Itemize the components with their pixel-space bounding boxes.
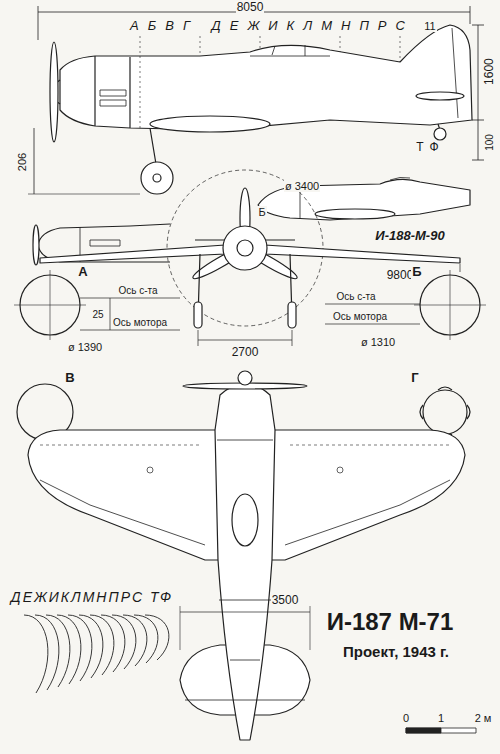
frame-curve xyxy=(90,615,114,675)
drawing-label: 2700 xyxy=(231,346,260,359)
drawing-label: Ось мотора xyxy=(332,311,388,322)
drawing-label: ø 1390 xyxy=(67,341,103,353)
drawing-label: Б xyxy=(411,265,422,279)
side-view xyxy=(28,6,484,194)
frame-curve xyxy=(134,615,158,663)
drawing-label: АБВГ ДЕЖИКЛМНПРС xyxy=(129,19,415,33)
drawing-label: 9800 xyxy=(386,269,415,282)
frame-curve xyxy=(79,615,103,678)
drawing-label: ø 1310 xyxy=(360,336,396,348)
drawing-label: 8050 xyxy=(236,1,265,14)
drawing-label: ДЕЖИКЛМНПРС ТФ xyxy=(10,590,174,605)
drawing-label: Т xyxy=(415,141,424,154)
drawing-label: Ось с-та xyxy=(335,291,376,302)
frame-curve xyxy=(35,615,59,690)
frame-curve xyxy=(145,615,169,660)
drawing-label: Б xyxy=(257,206,266,218)
drawing-label: А xyxy=(77,265,88,279)
frame-curve xyxy=(112,615,136,669)
frame-curve xyxy=(46,615,70,687)
drawing-label: Г xyxy=(410,371,419,385)
drawing-label: И-188-М-90 xyxy=(374,229,445,243)
drawing-label: 0 xyxy=(402,712,410,724)
drawing-label: В xyxy=(64,371,75,385)
drawing-label: 1600 xyxy=(482,58,495,87)
frame-sections xyxy=(24,615,169,693)
frame-curve xyxy=(24,615,48,693)
drawing-label: Ось мотора xyxy=(112,317,168,328)
drawing-title: И-187 М-71 xyxy=(326,609,455,635)
drawing-caption: Проект, 1943 г. xyxy=(342,644,450,661)
drawing-label: 100 xyxy=(484,133,495,152)
drawing-label: 3500 xyxy=(271,594,300,607)
scale-bar xyxy=(406,728,476,733)
drawing-label: ø 3400 xyxy=(284,180,320,192)
drawing-label: 25 xyxy=(91,309,104,320)
plan-view xyxy=(28,371,465,740)
front-view xyxy=(40,170,460,346)
drawing-label: 1 xyxy=(437,712,445,724)
drawing-label: Ф xyxy=(428,141,439,154)
frame-curve xyxy=(57,615,81,684)
drawing-label: 11 xyxy=(423,20,436,32)
frame-curve xyxy=(101,615,125,672)
i188-side-view xyxy=(258,177,470,220)
drawing-label: 206 xyxy=(16,152,28,172)
frame-curve xyxy=(68,615,92,681)
drawing-label: 2 м xyxy=(474,712,493,724)
frame-curve xyxy=(123,615,147,666)
drawing-label: Ось с-та xyxy=(117,285,158,296)
